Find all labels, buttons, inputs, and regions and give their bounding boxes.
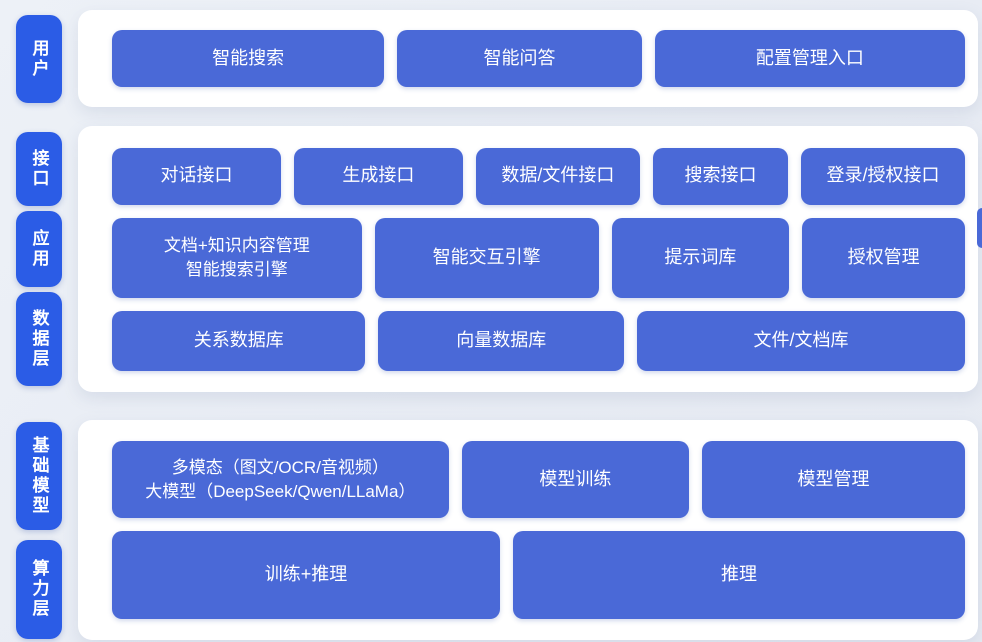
box-inference: 推理 xyxy=(513,531,965,619)
panel-user: 智能搜索 智能问答 配置管理入口 xyxy=(78,10,978,107)
panel-mid: 对话接口 生成接口 数据/文件接口 搜索接口 登录/授权接口 文档+知识内容管理… xyxy=(78,126,978,392)
row-application: 文档+知识内容管理 智能搜索引擎 智能交互引擎 提示词库 授权管理 xyxy=(112,217,965,298)
box-config-management-entry: 配置管理入口 xyxy=(654,30,965,87)
clipped-box-artifact xyxy=(977,208,982,248)
layer-labels-mid: 接口 应用 数据层 xyxy=(16,126,62,392)
layer-label-compute: 算力层 xyxy=(16,539,62,639)
box-login-auth-api: 登录/授权接口 xyxy=(801,147,965,205)
row-foundation-model: 多模态（图文/OCR/音视频） 大模型（DeepSeek/Qwen/LLaMa）… xyxy=(112,441,965,518)
box-authorization-management: 授权管理 xyxy=(802,217,965,298)
box-multimodal-llm: 多模态（图文/OCR/音视频） 大模型（DeepSeek/Qwen/LLaMa） xyxy=(112,441,449,518)
box-data-file-api: 数据/文件接口 xyxy=(475,147,640,205)
box-search-api: 搜索接口 xyxy=(652,147,789,205)
layer-label-user: 用户 xyxy=(16,14,62,103)
box-smart-search: 智能搜索 xyxy=(112,30,385,87)
box-model-management: 模型管理 xyxy=(702,441,965,518)
section-foundation-compute: 基础模型 算力层 多模态（图文/OCR/音视频） 大模型（DeepSeek/Qw… xyxy=(16,420,978,640)
layer-label-compute-text: 算力层 xyxy=(29,559,49,619)
layer-label-application-text: 应用 xyxy=(29,229,49,269)
layer-label-data: 数据层 xyxy=(16,292,62,386)
panel-base: 多模态（图文/OCR/音视频） 大模型（DeepSeek/Qwen/LLaMa）… xyxy=(78,420,978,640)
section-user: 用户 智能搜索 智能问答 配置管理入口 xyxy=(16,0,978,107)
box-dialog-api: 对话接口 xyxy=(112,147,281,205)
layer-labels-base: 基础模型 算力层 xyxy=(16,420,62,640)
box-generation-api: 生成接口 xyxy=(293,147,463,205)
box-intelligent-interaction-engine: 智能交互引擎 xyxy=(374,217,599,298)
box-vector-database: 向量数据库 xyxy=(378,310,624,371)
layer-label-data-text: 数据层 xyxy=(29,309,49,369)
box-relational-database: 关系数据库 xyxy=(112,310,366,371)
box-file-document-store: 文件/文档库 xyxy=(636,310,965,371)
row-compute: 训练+推理 推理 xyxy=(112,531,965,619)
box-smart-qa: 智能问答 xyxy=(397,30,642,87)
layer-labels-user: 用户 xyxy=(16,10,62,107)
box-model-training: 模型训练 xyxy=(461,441,690,518)
box-training-inference: 训练+推理 xyxy=(112,531,500,619)
section-interface-app-data: 接口 应用 数据层 对话接口 生成接口 数据/文件接口 搜索接口 登录/授权接口… xyxy=(16,126,978,392)
row-user-entries: 智能搜索 智能问答 配置管理入口 xyxy=(112,30,965,87)
row-interface: 对话接口 生成接口 数据/文件接口 搜索接口 登录/授权接口 xyxy=(112,147,965,205)
layer-label-interface: 接口 xyxy=(16,132,62,206)
layer-label-foundation-model-text: 基础模型 xyxy=(29,435,49,516)
box-doc-knowledge-search-engine: 文档+知识内容管理 智能搜索引擎 xyxy=(112,217,362,298)
layer-label-foundation-model: 基础模型 xyxy=(16,421,62,530)
box-prompt-library: 提示词库 xyxy=(611,217,790,298)
row-data: 关系数据库 向量数据库 文件/文档库 xyxy=(112,310,965,371)
layer-label-interface-text: 接口 xyxy=(29,149,49,189)
layer-label-application: 应用 xyxy=(16,211,62,287)
layer-label-user-text: 用户 xyxy=(29,38,49,79)
